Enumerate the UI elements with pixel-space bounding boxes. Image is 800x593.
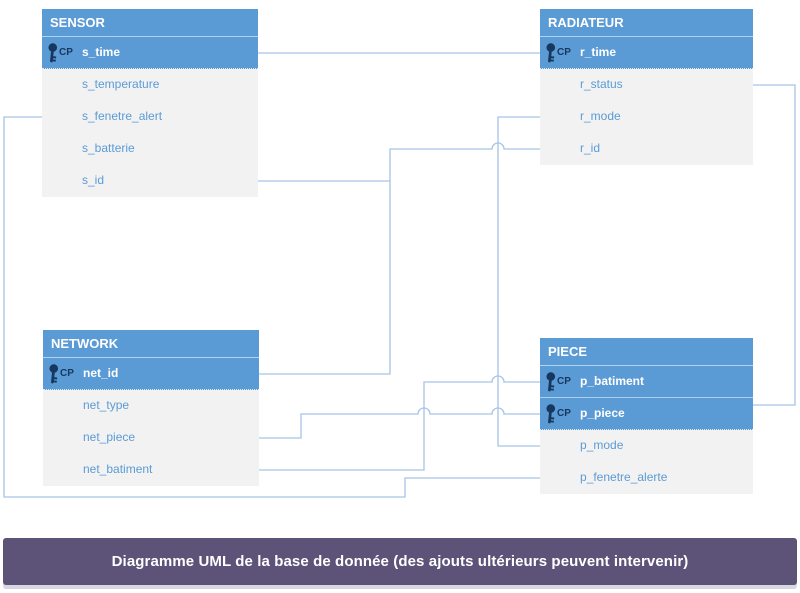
field-row-r_id[interactable]: r_id [540,133,753,165]
caption-text: Diagramme UML de la base de donnée (des … [111,553,689,570]
connector-s_fenetre_alert-p_fenetre_alerte[interactable] [3,116,540,498]
field-row-p_piece[interactable]: CP p_piece [540,398,753,430]
table-header-sensor[interactable]: SENSOR [42,9,258,37]
field-row-s_id[interactable]: s_id [42,165,258,197]
field-name: s_id [82,173,105,187]
connector-r_status-p_piece[interactable] [753,84,796,406]
field-name: p_fenetre_alerte [580,470,668,484]
field-row-s_fenetre_alert[interactable]: s_fenetre_alert [42,101,258,133]
primary-key-label: CP [60,368,74,379]
field-name: s_temperature [82,77,160,91]
entity-table-network[interactable]: NETWORK CP net_id net_type net_piece net… [43,330,259,486]
connector-r_mode-p_mode[interactable] [497,116,540,447]
field-row-net_type[interactable]: net_type [43,390,259,422]
field-name: p_batiment [580,374,645,388]
connector-net_piece-p_piece[interactable] [259,407,540,439]
table-header-radiateur[interactable]: RADIATEUR [540,9,753,37]
table-header-network[interactable]: NETWORK [43,330,259,358]
entity-table-piece[interactable]: PIECE CP p_batiment CP p_piece p_mode [540,338,753,494]
field-name: r_status [580,77,623,91]
primary-key-icon [546,372,556,392]
field-name: s_fenetre_alert [82,109,163,123]
primary-key-label: CP [557,376,571,387]
field-name: p_mode [580,438,624,452]
primary-key-icon [546,43,556,63]
primary-key-label: CP [59,47,73,58]
field-row-r_mode[interactable]: r_mode [540,101,753,133]
entity-table-radiateur[interactable]: RADIATEUR CP r_time r_status r_mode r_id [540,9,753,165]
field-row-p_batiment[interactable]: CP p_batiment [540,366,753,398]
field-name: r_time [580,45,617,59]
primary-key-icon [48,43,58,63]
table-header-piece[interactable]: PIECE [540,338,753,366]
entity-table-sensor[interactable]: SENSOR CP s_time s_temperature s_fenetre… [42,9,258,197]
primary-key-icon [546,404,556,424]
field-row-s_batterie[interactable]: s_batterie [42,133,258,165]
field-row-r_time[interactable]: CP r_time [540,37,753,69]
field-row-p_mode[interactable]: p_mode [540,430,753,462]
primary-key-label: CP [557,47,571,58]
caption-banner: Diagramme UML de la base de donnée (des … [3,538,797,585]
field-row-net_id[interactable]: CP net_id [43,358,259,390]
field-row-net_batiment[interactable]: net_batiment [43,454,259,486]
primary-key-icon [49,364,59,384]
field-name: s_time [82,45,121,59]
field-name: s_batterie [82,141,135,155]
field-name: r_id [580,141,601,155]
field-row-s_temperature[interactable]: s_temperature [42,69,258,101]
field-row-r_status[interactable]: r_status [540,69,753,101]
field-name: net_id [83,366,119,380]
field-row-net_piece[interactable]: net_piece [43,422,259,454]
field-name: net_type [83,398,130,412]
field-name: r_mode [580,109,621,123]
field-name: net_batiment [83,462,153,476]
connector-r_id-net_id[interactable] [259,142,540,375]
connector-net_batiment-p_batiment[interactable] [259,375,540,471]
primary-key-label: CP [557,408,571,419]
field-row-p_fenetre_alerte[interactable]: p_fenetre_alerte [540,462,753,494]
field-name: net_piece [83,430,136,444]
field-name: p_piece [580,406,625,420]
field-row-s_time[interactable]: CP s_time [42,37,258,69]
